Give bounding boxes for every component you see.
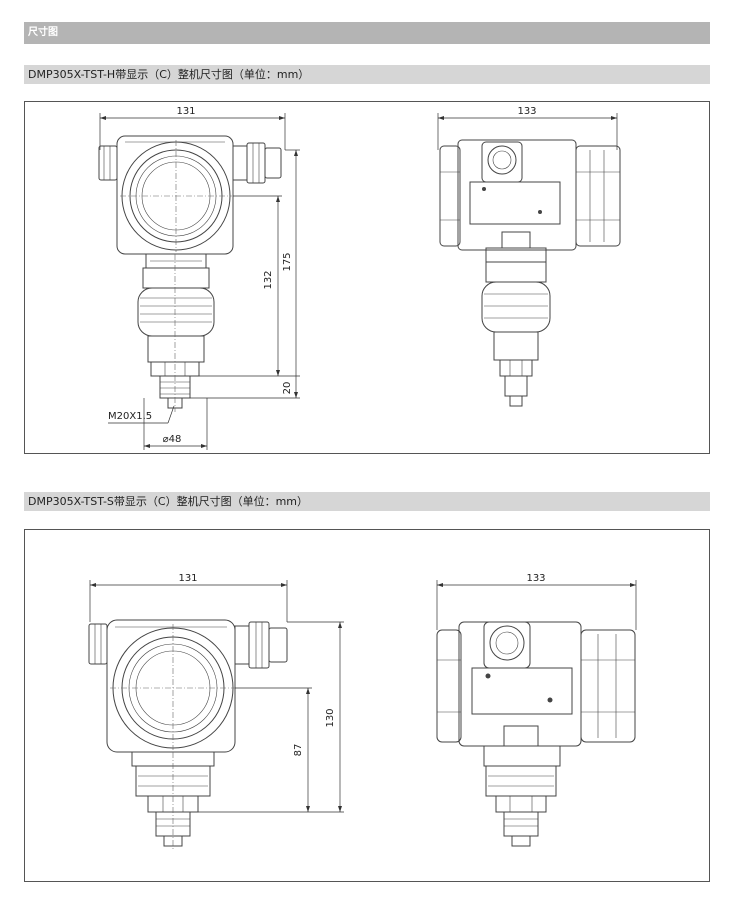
drawing-frame-h <box>24 101 710 454</box>
h-front-thread-label: M20X1.5 <box>108 411 152 422</box>
s-front-height-total-label: 130 <box>325 708 336 727</box>
h-front-width-label: 131 <box>176 106 195 117</box>
h-front-view: 131 <box>98 106 300 450</box>
h-front-height-fitting-label: 20 <box>282 382 293 395</box>
s-front-height-body-label: 87 <box>293 744 304 757</box>
s-front-view: 131 87 <box>88 573 344 850</box>
s-side-view: 133 <box>436 573 637 847</box>
s-front-width-label: 131 <box>178 573 197 584</box>
section-header: 尺寸图 <box>24 22 710 44</box>
h-front-diameter-label: ⌀48 <box>163 434 182 445</box>
s-side-width-label: 133 <box>526 573 545 584</box>
h-front-height-body-label: 132 <box>263 270 274 289</box>
section-title-h: DMP305X-TST-H带显示（C）整机尺寸图（单位：mm） <box>24 65 710 84</box>
h-side-view: 133 <box>437 106 621 407</box>
section-title-s: DMP305X-TST-S带显示（C）整机尺寸图（单位：mm） <box>24 492 710 511</box>
h-side-width-label: 133 <box>517 106 536 117</box>
drawing-frame-s <box>24 529 710 882</box>
h-front-height-total-label: 175 <box>282 252 293 271</box>
